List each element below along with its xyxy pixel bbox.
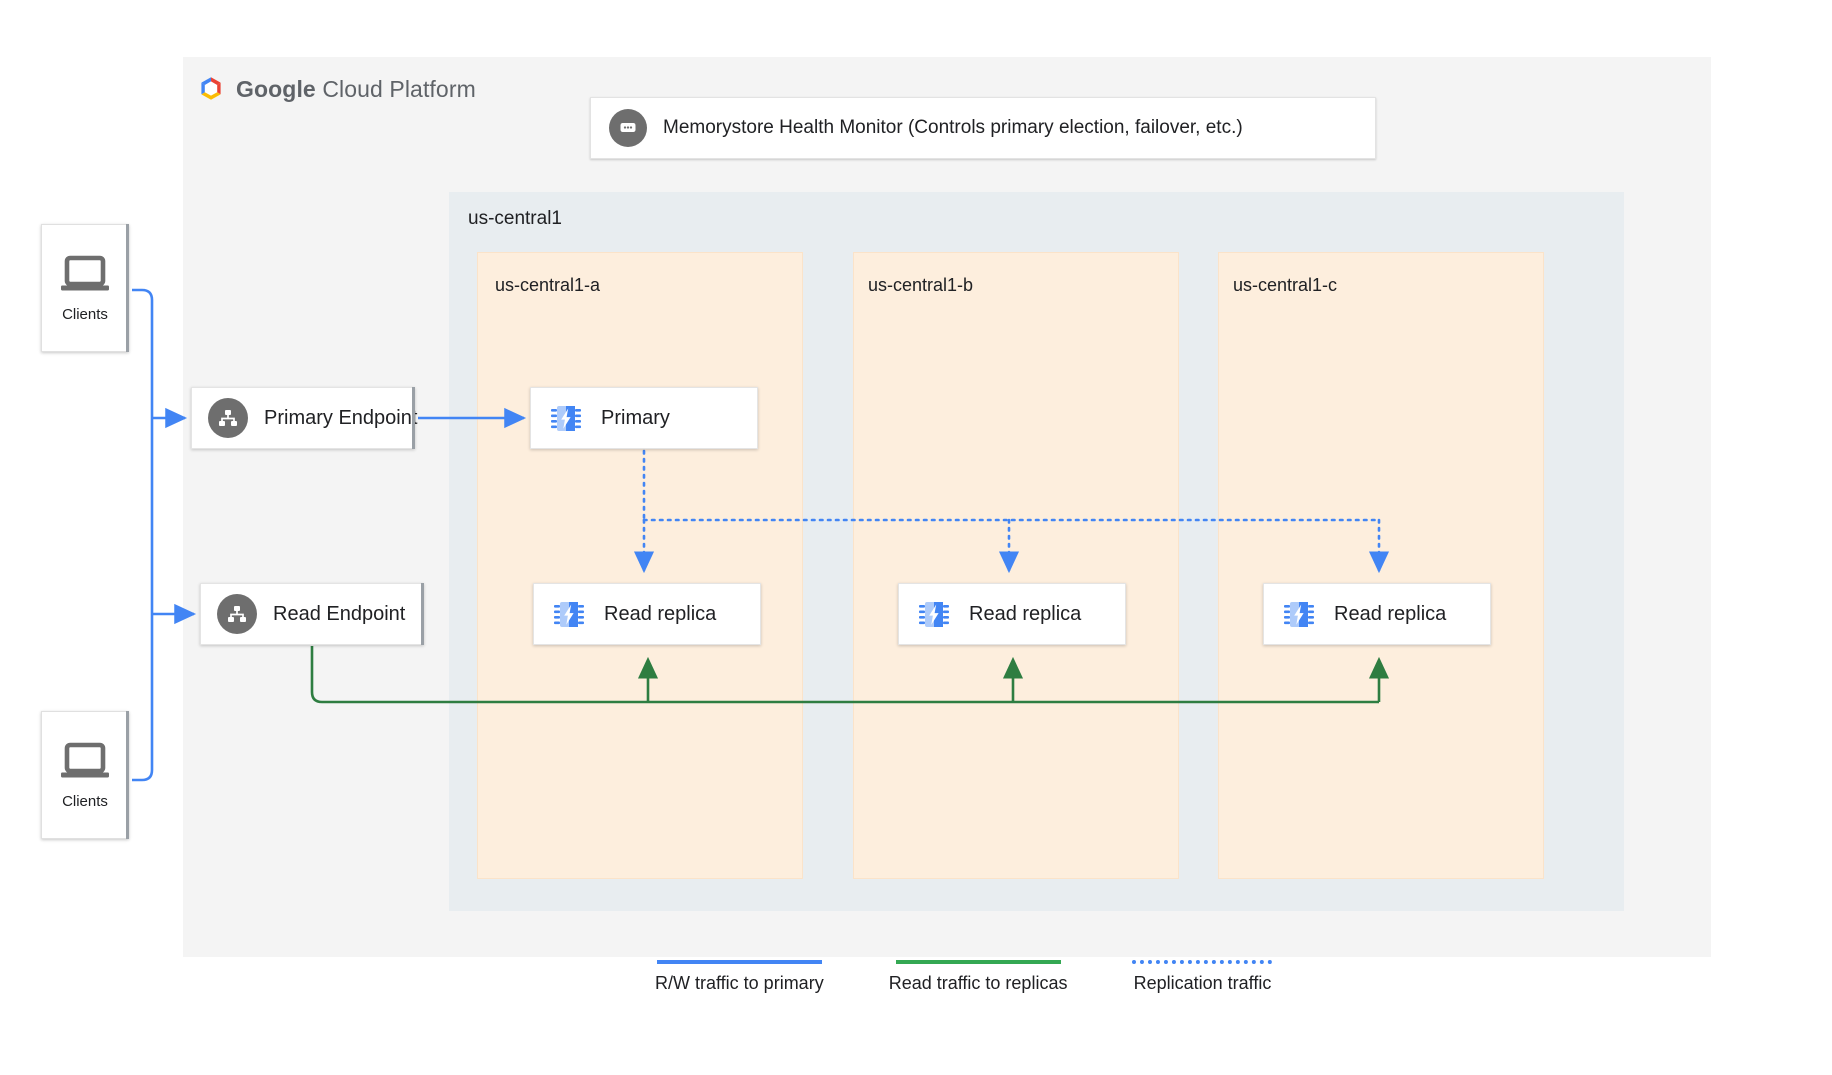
read-endpoint-label: Read Endpoint [273,602,406,625]
legend-label-rw-traffic: R/W traffic to primary [655,973,824,993]
laptop-icon [57,741,113,783]
clients-label-top: Clients [62,305,108,323]
network-hierarchy-icon [208,398,248,438]
zone-us-central1-c [1218,252,1544,879]
zone-c-label: us-central1-c [1233,275,1338,295]
memorystore-read-replica-c-label: Read replica [1334,602,1447,625]
health-monitor-card[interactable]: Memorystore Health Monitor (Controls pri… [590,97,1376,159]
brand-name-light: Cloud Platform [315,75,476,102]
legend: R/W traffic to primary Read traffic to r… [655,960,1273,994]
network-hierarchy-icon [217,594,257,634]
laptop-icon [57,254,113,296]
legend-swatch-solid-blue [656,960,822,964]
google-cloud-platform-logo: Google Cloud Platform [196,74,476,104]
primary-endpoint-card[interactable]: Primary Endpoint [191,387,418,449]
memorystore-read-replica-a-card[interactable]: Read replica [533,583,761,645]
chat-bubble-dots-icon [609,109,647,147]
memorystore-read-replica-c-card[interactable]: Read replica [1263,583,1491,645]
legend-swatch-solid-green [895,960,1061,964]
memorystore-primary-label: Primary [601,406,670,429]
memorystore-chip-icon [549,401,583,435]
memorystore-chip-icon [1282,597,1316,631]
memorystore-read-replica-b-label: Read replica [969,602,1082,625]
legend-item-rw-traffic: R/W traffic to primary [655,960,824,994]
region-label: us-central1 [468,208,562,229]
legend-label-replication-traffic: Replication traffic [1133,973,1272,993]
zone-us-central1-b [853,252,1179,879]
memorystore-read-replica-a-label: Read replica [604,602,717,625]
google-cloud-hexagon-icon [196,74,226,104]
memorystore-read-replica-b-card[interactable]: Read replica [898,583,1126,645]
primary-endpoint-label: Primary Endpoint [264,406,418,429]
zone-b-label: us-central1-b [868,275,974,295]
zone-a-label: us-central1-a [495,275,601,295]
memorystore-chip-icon [917,597,951,631]
brand-name: Google Cloud Platform [236,76,476,103]
legend-item-read-traffic: Read traffic to replicas [888,960,1068,994]
clients-card-top[interactable]: Clients [41,224,129,352]
health-monitor-label: Memorystore Health Monitor (Controls pri… [663,117,1243,138]
clients-card-bottom[interactable]: Clients [41,711,129,839]
clients-label-bottom: Clients [62,792,108,810]
legend-label-read-traffic: Read traffic to replicas [888,973,1068,993]
legend-swatch-dotted-blue [1132,960,1273,964]
brand-name-bold: Google [236,75,316,102]
read-endpoint-card[interactable]: Read Endpoint [200,583,424,645]
zone-us-central1-a [477,252,803,879]
memorystore-primary-card[interactable]: Primary [530,387,758,449]
legend-item-replication-traffic: Replication traffic [1132,960,1273,994]
memorystore-chip-icon [552,597,586,631]
